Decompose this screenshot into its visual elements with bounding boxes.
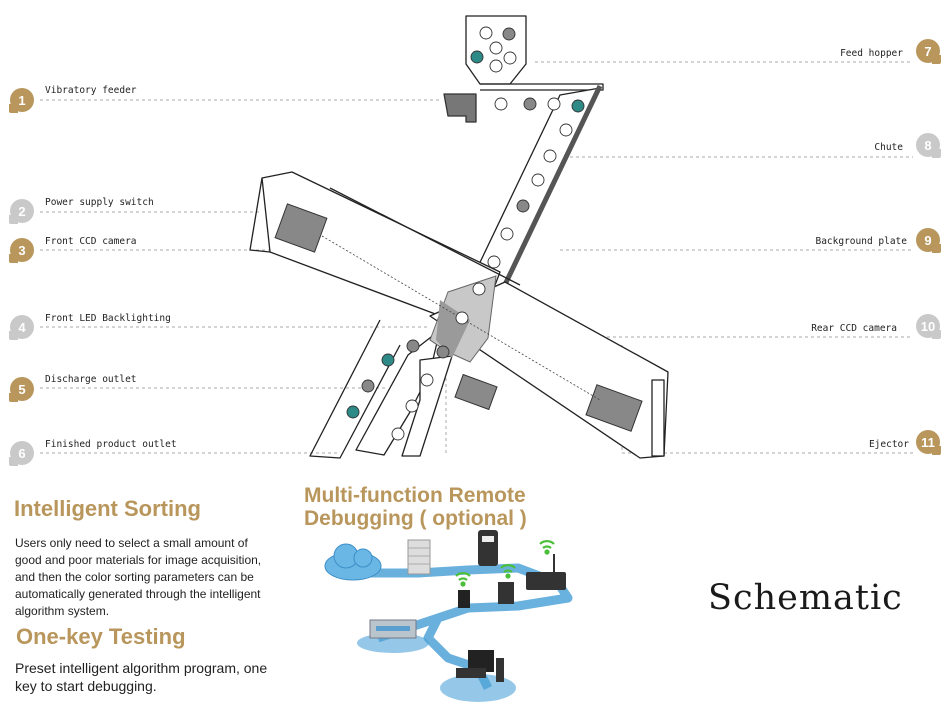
tablet-icon (458, 590, 470, 608)
label-front-ccd-camera: Front CCD camera (45, 236, 137, 247)
sorter-machine-icon (357, 619, 429, 653)
computer-icon (440, 650, 516, 702)
label-discharge-outlet: Discharge outlet (45, 374, 137, 385)
sorting-line-1: Users only need to select a small amount… (15, 536, 248, 550)
wifi-icon (455, 540, 555, 587)
cloud-icon (324, 543, 382, 581)
firewall-icon (407, 539, 431, 575)
callout-badge-9: 9 (916, 228, 941, 253)
callout-badge-1: 1 (9, 88, 34, 113)
label-rear-ccd-camera: Rear CCD camera (811, 323, 897, 334)
one-key-testing-title: One-key Testing (16, 624, 186, 649)
label-vibratory-feeder: Vibratory feeder (45, 85, 137, 96)
callout-badge-5: 5 (9, 377, 34, 402)
callout-badge-10: 10 (916, 314, 941, 339)
callout-badge-11: 11 (916, 430, 941, 455)
intelligent-sorting-body: Users only need to select a small amount… (15, 535, 261, 620)
intelligent-sorting-title: Intelligent Sorting (14, 496, 201, 521)
sorter-schematic-diagram (40, 15, 913, 459)
callout-badge-3: 3 (9, 238, 34, 263)
router-icon (526, 554, 566, 590)
callout-badge-2: 2 (9, 199, 34, 224)
tablet-icon-2 (498, 582, 514, 604)
remote-title-line-2: Debugging ( optional ) (304, 507, 527, 530)
label-ejector: Ejector (868, 439, 909, 450)
sorting-line-5: algorithm system. (15, 604, 110, 618)
remote-debugging-title: Multi-function Remote Debugging ( option… (304, 484, 527, 530)
callout-badge-4: 4 (9, 315, 34, 340)
testing-line-1: Preset intelligent algorithm program, on… (15, 660, 268, 676)
sorting-line-3: and then the color sorting parameters ca… (15, 570, 254, 584)
callout-badge-8: 8 (916, 133, 941, 158)
label-background-plate: Background plate (815, 236, 907, 247)
testing-line-2: key to start debugging. (15, 678, 157, 694)
remote-title-line-1: Multi-function Remote (304, 484, 526, 507)
schematic-caption: Schematic (708, 578, 903, 618)
callout-badge-6: 6 (9, 441, 34, 466)
server-icon (478, 530, 498, 566)
sorting-line-2: good and poor materials for image acquis… (15, 553, 262, 567)
label-power-supply-switch: Power supply switch (45, 197, 154, 208)
remote-network-illustration (324, 530, 573, 702)
one-key-testing-body: Preset intelligent algorithm program, on… (15, 659, 267, 695)
label-finished-product-outlet: Finished product outlet (45, 439, 177, 450)
callout-badge-7: 7 (916, 39, 941, 64)
label-feed-hopper: Feed hopper (840, 48, 903, 59)
sorting-line-4: automatically generated through the inte… (15, 587, 261, 601)
label-chute: Chute (874, 142, 903, 153)
label-front-led-backlighting: Front LED Backlighting (45, 313, 171, 324)
